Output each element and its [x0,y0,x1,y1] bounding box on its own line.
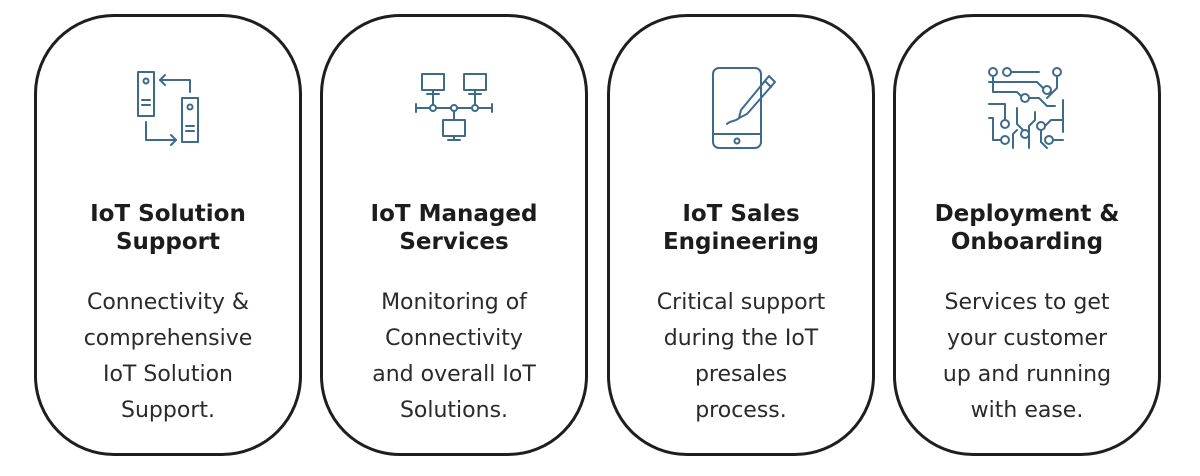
card-title: IoT Sales Engineering [620,200,862,256]
card-title-line: Onboarding [950,229,1104,255]
tablet-pen-icon [691,60,791,160]
card-description-line: Monitoring of [381,290,527,315]
card-description-line: and overall IoT [372,362,536,387]
card-title-line: Support [115,229,220,255]
card-description-line: Connectivity & [86,290,249,315]
card-description-line: Connectivity [385,326,523,351]
card-title-line: IoT Sales [682,201,800,227]
card-description-line: Solutions. [399,398,509,423]
card-description: Services to get your customer up and run… [906,285,1148,429]
card-description-line: with ease. [970,398,1084,423]
card-title: Deployment & Onboarding [906,200,1148,256]
card-description-line: presales [694,362,788,387]
card-title: IoT Solution Support [47,200,289,256]
card-description-line: during the IoT [663,326,819,351]
card-description: Connectivity & comprehensive IoT Solutio… [47,285,289,429]
circuit-icon [977,60,1077,160]
card-title-line: IoT Solution [90,201,246,227]
card-iot-managed-services: IoT Managed Services Monitoring of Conne… [320,14,588,456]
card-description-line: Support. [121,398,215,423]
network-icon [404,60,504,160]
card-description-line: process. [695,398,787,423]
card-description: Monitoring of Connectivity and overall I… [333,285,575,429]
card-title-line: Engineering [662,229,820,255]
card-description-line: up and running [942,362,1112,387]
card-iot-solution-support: IoT Solution Support Connectivity & comp… [34,14,302,456]
card-title-line: Deployment & [934,201,1120,227]
card-description-line: comprehensive [83,326,253,351]
card-title-line: IoT Managed [370,201,538,227]
card-description-line: Critical support [656,290,826,315]
card-description: Critical support during the IoT presales… [620,285,862,429]
card-description-line: your customer [946,326,1108,351]
card-iot-sales-engineering: IoT Sales Engineering Critical support d… [607,14,875,456]
card-description-line: Services to get [944,290,1110,315]
server-sync-icon [118,60,218,160]
card-title: IoT Managed Services [333,200,575,256]
card-title-line: Services [399,229,509,255]
card-deployment-onboarding: Deployment & Onboarding Services to get … [893,14,1161,456]
card-description-line: IoT Solution [102,362,233,387]
